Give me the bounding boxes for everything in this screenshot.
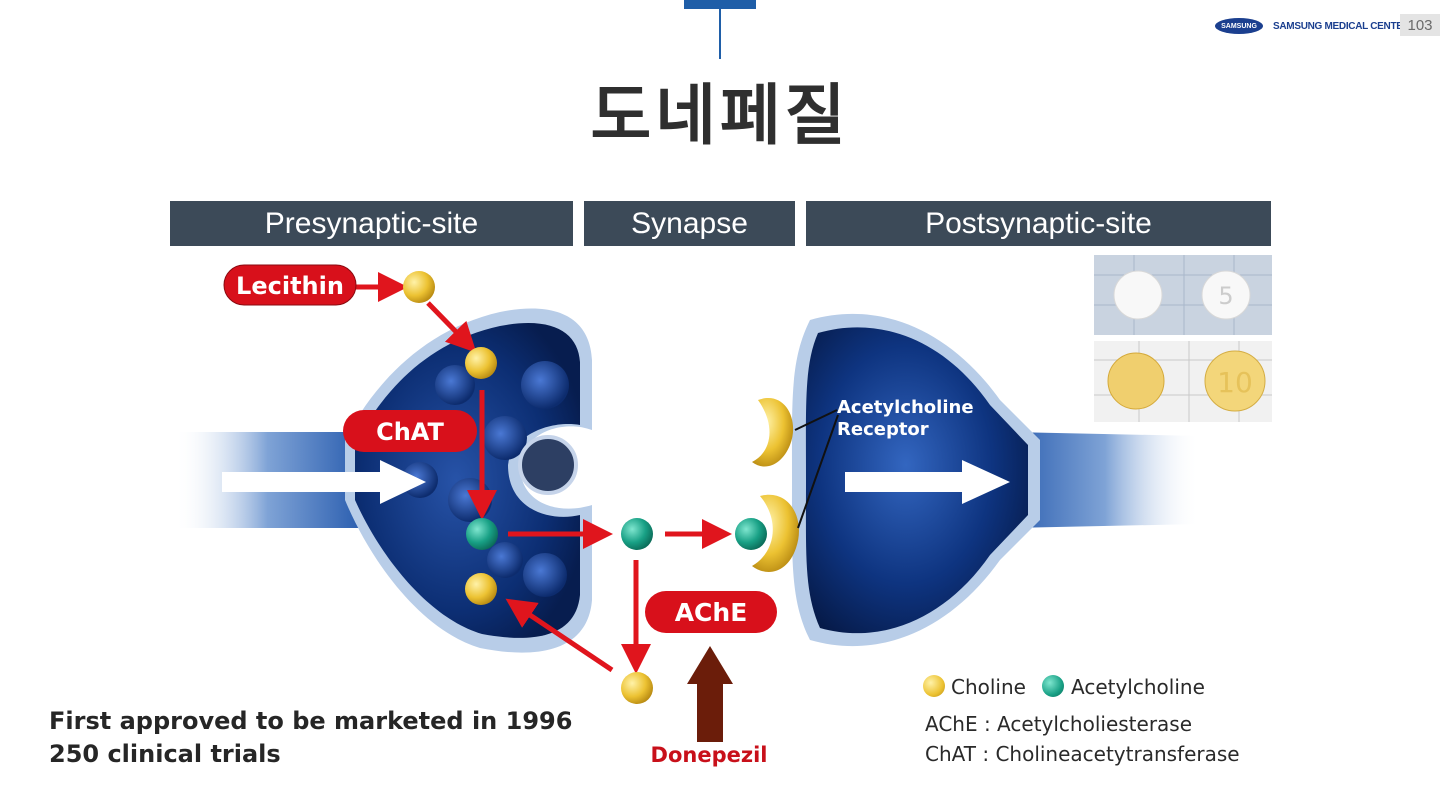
page-number: 103 — [1400, 14, 1440, 36]
acetylcholine-molecule — [621, 518, 653, 550]
postsynaptic-axon — [1010, 432, 1200, 528]
choline-molecule — [403, 271, 435, 303]
chat-definition: ChAT : Cholineacetytransferase — [925, 742, 1240, 766]
brand-name: SAMSUNG MEDICAL CENTER — [1273, 20, 1410, 32]
top-accent-bar — [684, 0, 756, 9]
chat-pill — [343, 410, 477, 452]
synapse-header: Synapse — [584, 201, 795, 246]
acetylcholine-molecule — [735, 518, 767, 550]
acetylcholine-legend-swatch — [1042, 675, 1064, 697]
donepezil-label: Donepezil — [651, 743, 768, 767]
receptor-pointer-upper — [794, 409, 838, 431]
brand: SAMSUNG SAMSUNG MEDICAL CENTER — [1215, 18, 1410, 34]
clinical-trials-fact: 250 clinical trials — [49, 740, 281, 768]
receptor-upper — [752, 398, 794, 467]
choline-molecule — [621, 672, 653, 704]
pill-mark-10: 10 — [1217, 366, 1253, 399]
acetylcholine-molecule — [466, 518, 498, 550]
choline-molecule — [465, 573, 497, 605]
chat-label: ChAT — [376, 418, 444, 446]
choline-legend-label: Choline — [951, 675, 1026, 699]
ache-pill — [645, 591, 777, 633]
receptor-pointer-lower — [797, 414, 839, 529]
receptor-label-line1: Acetylcholine — [837, 397, 974, 418]
presynaptic-header: Presynaptic-site — [170, 201, 573, 246]
signal-arrow-out — [845, 460, 1010, 504]
signal-arrow-in — [222, 460, 426, 504]
top-accent-line — [719, 9, 721, 59]
samsung-logo: SAMSUNG — [1215, 18, 1263, 34]
pill-mark-5: 5 — [1218, 282, 1233, 310]
ache-label: AChE — [675, 598, 748, 627]
choline-legend-swatch — [923, 675, 945, 697]
flow-arrows — [356, 272, 732, 674]
postsynaptic-header: Postsynaptic-site — [806, 201, 1271, 246]
fusing-vesicle — [518, 435, 578, 495]
ache-definition: AChE : Acetylcholiesterase — [925, 712, 1193, 736]
receptor-lower — [752, 494, 799, 572]
approval-fact: First approved to be marketed in 1996 — [49, 707, 573, 735]
lecithin-pill — [223, 264, 357, 306]
slide-title: 도네페질 — [590, 77, 850, 154]
donepezil-tablets-photo: 5 10 — [1094, 255, 1272, 422]
acetylcholine-legend-label: Acetylcholine — [1071, 675, 1205, 699]
receptor-label-line2: Receptor — [837, 419, 929, 440]
choline-molecule — [465, 347, 497, 379]
donepezil-inhibition-arrow — [687, 646, 733, 742]
lecithin-label: Lecithin — [236, 272, 344, 300]
